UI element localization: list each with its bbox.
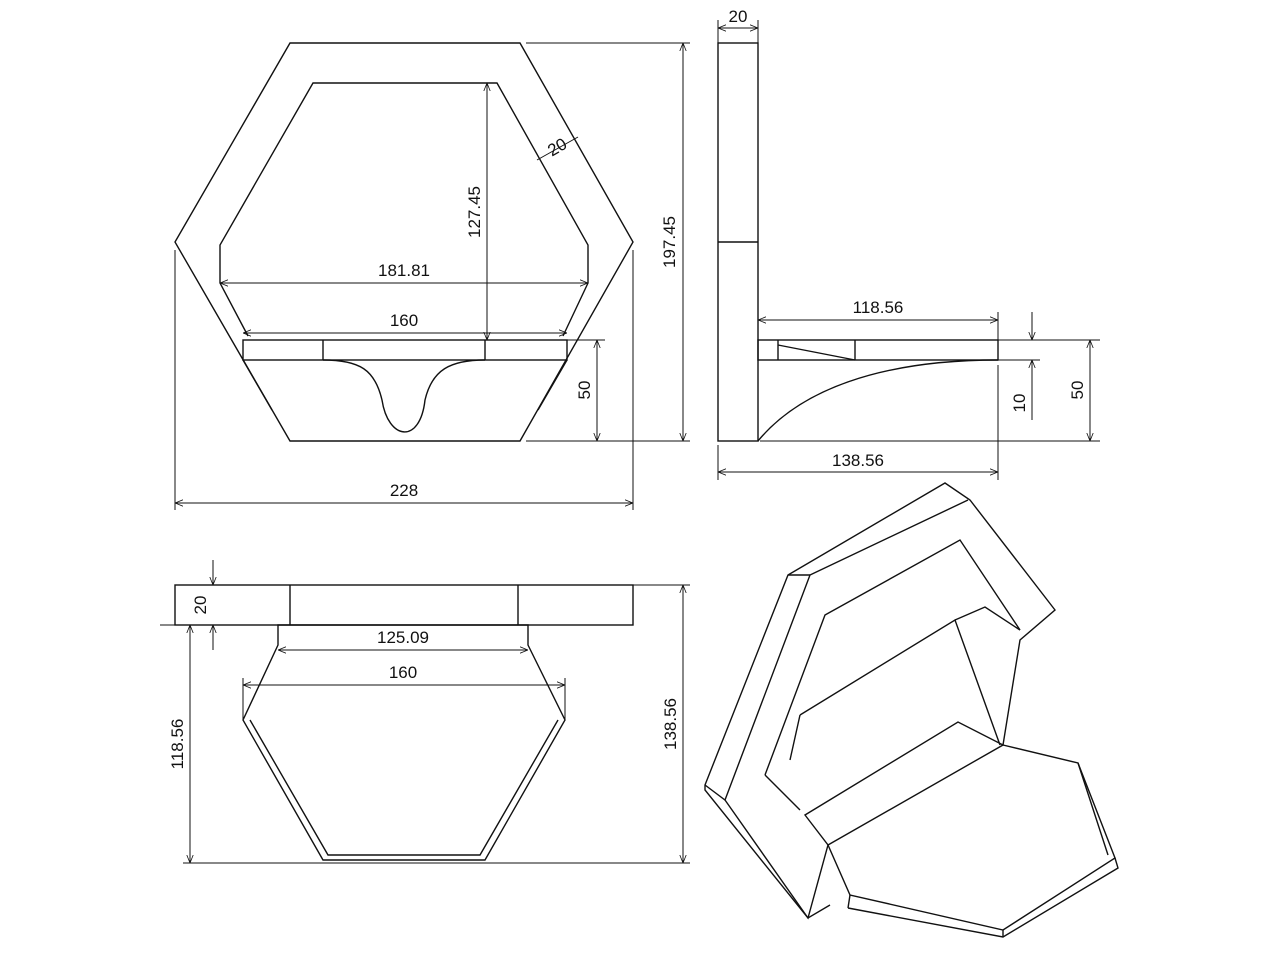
dim-side-shelf-thickness: 10 — [1010, 394, 1029, 413]
dim-front-height: 197.45 — [660, 216, 679, 268]
dim-front-shelf-height: 50 — [575, 381, 594, 400]
side-view: 20 118.56 138.56 10 50 — [717, 7, 1100, 480]
dim-inner-width: 181.81 — [378, 261, 430, 280]
top-view: 20 125.09 160 118.56 138.56 — [160, 560, 690, 864]
front-view: 197.45 228 50 127.45 181.81 160 20 — [174, 42, 690, 510]
dim-inner-height: 127.45 — [465, 186, 484, 238]
dim-side-shelf-depth: 118.56 — [853, 298, 904, 317]
dim-side-thickness: 20 — [729, 7, 748, 26]
dim-top-shelf-depth: 118.56 — [168, 719, 187, 770]
dim-top-total-depth: 138.56 — [661, 698, 680, 750]
isometric-view — [704, 482, 1119, 938]
dim-shelf-width: 160 — [390, 311, 418, 330]
dim-side-shelf-height: 50 — [1068, 381, 1087, 400]
dim-top-thickness: 20 — [191, 596, 210, 615]
dim-side-total-depth: 138.56 — [832, 451, 884, 470]
dim-top-front-width: 160 — [389, 663, 417, 682]
dim-front-width: 228 — [390, 481, 418, 500]
dim-top-back-width: 125.09 — [377, 628, 429, 647]
dim-frame-thickness: 20 — [544, 134, 570, 160]
